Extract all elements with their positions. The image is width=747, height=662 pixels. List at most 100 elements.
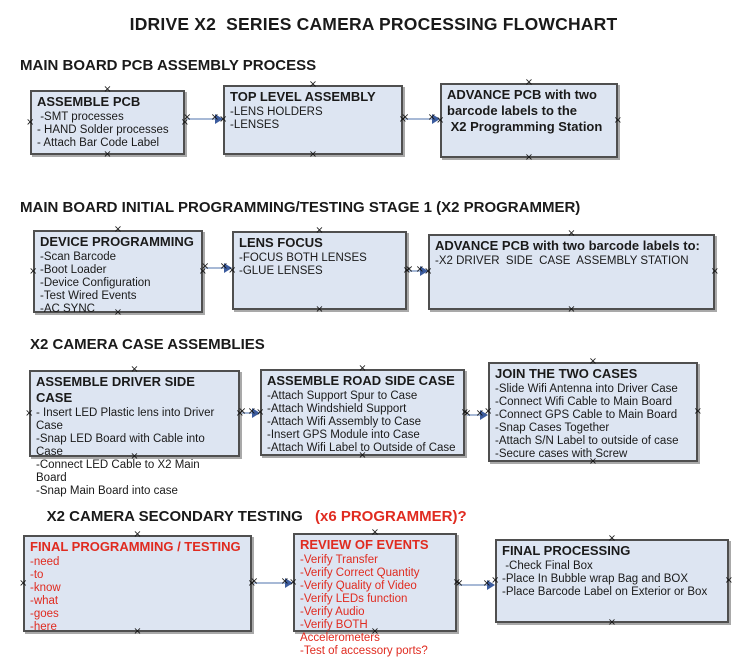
connection-point-x-icon: × <box>19 577 28 589</box>
arrow-line <box>459 584 489 586</box>
flow-box-join-the-two-cases: JOIN THE TWO CASES -Slide Wifi Antenna i… <box>484 357 702 467</box>
box-item: - Insert LED Plastic lens into Driver Ca… <box>36 407 218 432</box>
arrow-line <box>242 412 254 414</box>
box-title: ASSEMBLE PCB <box>37 94 141 109</box>
box-item: - Attach Bar Code Label <box>37 137 160 149</box>
heading-text: X2 CAMERA SECONDARY TESTING <box>46 508 307 525</box>
section-heading-secondary-testing: X2 CAMERA SECONDARY TESTING (x6 PROGRAMM… <box>30 491 467 542</box>
connection-point-x-icon: × <box>358 363 367 374</box>
flow-box-assemble-road-side-case: ASSEMBLE ROAD SIDE CASE -Attach Support … <box>256 364 469 461</box>
connection-point-x-icon: × <box>25 407 34 419</box>
connector-arrow: ×× <box>463 409 488 420</box>
connector-arrow: ×× <box>455 579 495 590</box>
arrow-head-icon <box>420 266 428 276</box>
box-item: -Attach Wifi Assembly to Case <box>267 416 422 428</box>
box-title: FINAL PROGRAMMING / TESTING <box>30 539 241 554</box>
connector-arrow: ×× <box>201 262 232 273</box>
box-item: -GLUE LENSES <box>239 265 323 277</box>
flow-box-final-processing: FINAL PROCESSING -Check Final Box -Place… <box>491 534 733 628</box>
box-item: -know <box>30 582 61 594</box>
connection-point-x-icon: × <box>524 77 534 88</box>
flow-box-assemble-driver-side-case: ASSEMBLE DRIVER SIDE CASE - Insert LED P… <box>25 365 244 498</box>
box-item: -Verify Quality of Video <box>300 580 417 592</box>
connection-point-x-icon: × <box>567 304 576 315</box>
box-item: - HAND Solder processes <box>37 124 169 136</box>
connection-point-x-icon: × <box>29 265 38 277</box>
section-heading-pcb-assembly: MAIN BOARD PCB ASSEMBLY PROCESS <box>20 57 317 74</box>
box-item: -Connect GPS Cable to Main Board <box>495 409 678 421</box>
box-item: -Place Barcode Label on Exterior or Box <box>502 586 708 598</box>
connection-point-x-icon: × <box>567 228 576 239</box>
box-item: -Snap Cases Together <box>495 422 610 434</box>
flow-box-lens-focus: LENS FOCUS -FOCUS BOTH LENSES -GLUE LENS… <box>228 226 411 315</box>
page-title: IDRIVE X2 SERIES CAMERA PROCESSING FLOWC… <box>129 14 618 34</box>
box-item: -Test Wired Events <box>40 290 137 302</box>
arrow-head-icon <box>285 578 293 588</box>
connection-point-x-icon: × <box>607 617 617 628</box>
connection-point-x-icon: × <box>103 149 112 160</box>
box-item: -LENSES <box>230 119 280 131</box>
box-item: -here <box>30 621 57 633</box>
connection-point-x-icon: × <box>315 225 324 236</box>
connection-point-x-icon: × <box>308 79 318 90</box>
connection-point-x-icon: × <box>315 304 324 315</box>
box-title: ASSEMBLE ROAD SIDE CASE <box>267 373 455 388</box>
section-heading-initial-programming: MAIN BOARD INITIAL PROGRAMMING/TESTING S… <box>20 199 581 216</box>
box-item: -Verify Correct Quantity <box>300 567 420 579</box>
connector-arrow: ×× <box>250 577 293 588</box>
box-item: -need <box>30 556 60 568</box>
box-item: -LENS HOLDERS <box>230 106 323 118</box>
box-item: -Connect LED Cable to X2 Main Board <box>36 459 203 484</box>
box-item: -Attach Wifi Label to Outside of Case <box>267 442 456 454</box>
connector-arrow: ×× <box>238 407 260 418</box>
heading-red-text: (x6 PROGRAMMER)? <box>314 508 467 525</box>
connector-arrow: ×× <box>401 113 440 124</box>
box-item: -Insert GPS Module into Case <box>267 429 420 441</box>
connection-point-x-icon: × <box>588 356 598 367</box>
box-item: -Attach S/N Label to outside of case <box>495 435 679 447</box>
section-heading-case-assemblies: X2 CAMERA CASE ASSEMBLIES <box>30 336 265 353</box>
box-title: JOIN THE TWO CASES <box>495 366 638 381</box>
arrow-head-icon <box>252 408 260 418</box>
box-item: -Connect Wifi Cable to Main Board <box>495 396 673 408</box>
flow-box-assemble-pcb: ASSEMBLE PCB -SMT processes - HAND Solde… <box>26 85 189 160</box>
box-item: -Test of accessory ports? <box>300 645 428 657</box>
box-item: -what <box>30 595 59 607</box>
box-item: -Scan Barcode <box>40 251 117 263</box>
arrow-line <box>405 118 434 120</box>
arrow-head-icon <box>215 114 223 124</box>
connection-point-x-icon: × <box>724 575 733 586</box>
box-title: REVIEW OF EVENTS <box>300 537 429 552</box>
box-item: -Secure cases with Screw <box>495 448 628 460</box>
box-item: -Snap LED Board with Cable into Case <box>36 433 208 458</box>
box-item: -Verify Audio <box>300 606 365 618</box>
box-item: -Verify LEDs function <box>300 593 408 605</box>
arrow-head-icon <box>480 410 488 420</box>
box-item: -SMT processes <box>37 111 124 123</box>
box-title: FINAL PROCESSING <box>502 543 631 558</box>
flow-box-top-level-assembly: TOP LEVEL ASSEMBLY -LENS HOLDERS -LENSES… <box>219 80 407 160</box>
box-item: -Boot Loader <box>40 264 107 276</box>
connector-arrow: ×× <box>405 265 428 276</box>
box-item: -FOCUS BOTH LENSES <box>239 252 367 264</box>
flow-box-final-programming-testing: FINAL PROGRAMMING / TESTING -need -to -k… <box>19 530 256 637</box>
box-item: -Attach Windshield Support <box>267 403 407 415</box>
box-item: -goes <box>30 608 59 620</box>
connection-point-x-icon: × <box>613 114 622 126</box>
connection-point-x-icon: × <box>103 84 112 95</box>
box-item: -Snap Main Board into case <box>36 485 178 497</box>
box-title: ADVANCE PCB with two barcode labels to t… <box>447 87 603 134</box>
box-title: ASSEMBLE DRIVER SIDE CASE <box>36 374 199 405</box>
connection-point-x-icon: × <box>607 533 617 544</box>
connection-point-x-icon: × <box>308 149 318 160</box>
box-item: -Device Configuration <box>40 277 151 289</box>
box-title: TOP LEVEL ASSEMBLY <box>230 89 376 104</box>
box-item: -X2 DRIVER SIDE CASE ASSEMBLY STATION <box>435 255 689 267</box>
box-item: -AC SYNC <box>40 303 95 315</box>
flow-box-review-of-events: REVIEW OF EVENTS -Verify Transfer -Verif… <box>289 528 461 658</box>
arrow-line <box>254 582 287 584</box>
box-item: -Verify Transfer <box>300 554 378 566</box>
flow-box-advance-pcb-programming-station: ADVANCE PCB with two barcode labels to t… <box>436 78 622 163</box>
connection-point-x-icon: × <box>693 406 702 417</box>
